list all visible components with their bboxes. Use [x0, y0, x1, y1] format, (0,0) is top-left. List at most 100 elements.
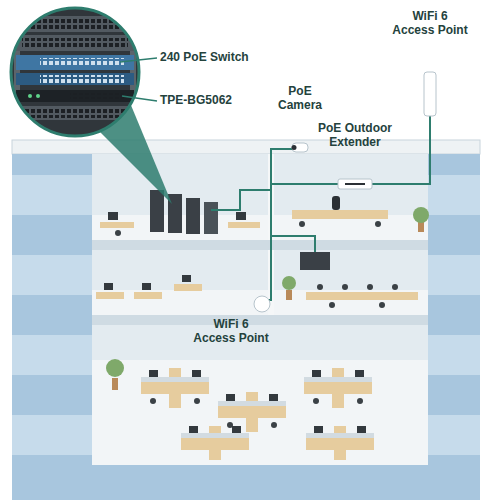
chair — [299, 221, 305, 227]
switch-ports — [40, 58, 124, 67]
partition — [141, 377, 209, 382]
monitor — [104, 283, 113, 290]
monitor — [232, 426, 241, 433]
leader-line — [120, 58, 157, 62]
desk — [246, 392, 258, 432]
partition — [304, 377, 372, 382]
monitor — [149, 370, 158, 377]
plant — [282, 276, 296, 290]
device-ports — [70, 93, 124, 99]
desk — [334, 426, 346, 460]
monitor — [226, 394, 235, 401]
roof-slab — [12, 140, 480, 154]
chair — [392, 284, 398, 290]
plant-pot — [286, 290, 292, 300]
network-cable — [271, 115, 430, 184]
desk — [332, 368, 344, 408]
window-band — [428, 175, 480, 215]
chair — [194, 398, 200, 404]
switch-ports — [40, 75, 124, 83]
desk — [228, 222, 260, 228]
poe-switch — [16, 55, 134, 70]
partition — [306, 433, 374, 438]
floor-slab — [92, 315, 428, 325]
server-rack — [204, 202, 218, 234]
chair — [375, 221, 381, 227]
poe-camera — [292, 143, 308, 152]
rack-cabinet — [0, 0, 150, 150]
callout-label: 240 PoE Switch — [160, 51, 280, 65]
window-band — [428, 335, 480, 375]
network-cable — [262, 149, 298, 300]
plant — [413, 207, 429, 223]
window-band — [12, 335, 92, 375]
plant — [106, 359, 124, 377]
cubicle-cluster — [181, 426, 249, 460]
monitor — [108, 212, 118, 220]
poe-switch — [16, 73, 134, 85]
left-facade — [12, 154, 92, 500]
callout-label: WiFi 6 Access Point — [192, 318, 270, 346]
window-band — [428, 415, 480, 455]
desk — [209, 426, 221, 460]
monitor — [189, 426, 198, 433]
monitor — [269, 394, 278, 401]
cubicle-cluster — [141, 368, 209, 408]
window-band — [428, 255, 480, 295]
poe-outdoor-extender — [338, 179, 372, 189]
status-led — [36, 94, 40, 98]
chair — [271, 422, 277, 428]
server-rack — [186, 198, 200, 234]
rack-inset — [0, 0, 150, 150]
wall-tv — [300, 252, 330, 270]
chair — [357, 398, 363, 404]
chair — [329, 302, 335, 308]
indoor-access-point — [254, 296, 270, 312]
monitor — [355, 370, 364, 377]
callout-label: WiFi 6 Access Point — [391, 10, 469, 38]
base-facade — [12, 465, 480, 500]
chair — [150, 398, 156, 404]
plant-pot — [418, 222, 424, 232]
callout-label: TPE-BG5062 — [160, 94, 270, 108]
desk — [169, 368, 181, 408]
plant-pot — [112, 378, 118, 390]
chair — [313, 398, 319, 404]
desk — [100, 222, 134, 228]
leader-line — [122, 96, 157, 101]
callout-label: PoE Outdoor Extender — [310, 122, 400, 150]
right-facade — [428, 154, 480, 500]
callout-label: PoE Camera — [270, 85, 330, 113]
window-band — [12, 175, 92, 215]
chair — [367, 284, 373, 290]
outdoor-access-point — [424, 72, 436, 116]
tpe-device — [16, 90, 134, 102]
camera-lens — [292, 145, 297, 150]
meeting-table — [292, 210, 388, 219]
patch-panel — [16, 35, 134, 51]
extender-led-strip — [345, 183, 365, 185]
chair — [342, 284, 348, 290]
desk — [96, 292, 124, 299]
patch-ports — [22, 108, 128, 118]
floor-surface — [92, 290, 428, 315]
monitor — [314, 426, 323, 433]
status-led — [28, 94, 32, 98]
monitor — [312, 370, 321, 377]
desk — [134, 292, 162, 299]
desk — [174, 284, 202, 291]
chair — [379, 302, 385, 308]
monitor — [192, 370, 201, 377]
patch-ports — [22, 38, 128, 48]
server-rack — [150, 190, 164, 232]
cubicle-cluster — [218, 392, 286, 432]
network-cable — [271, 236, 315, 252]
floor-slab — [92, 240, 428, 250]
person — [332, 196, 340, 210]
monitor — [142, 283, 151, 290]
cubicle-cluster — [304, 368, 372, 408]
conference-table — [306, 292, 418, 300]
